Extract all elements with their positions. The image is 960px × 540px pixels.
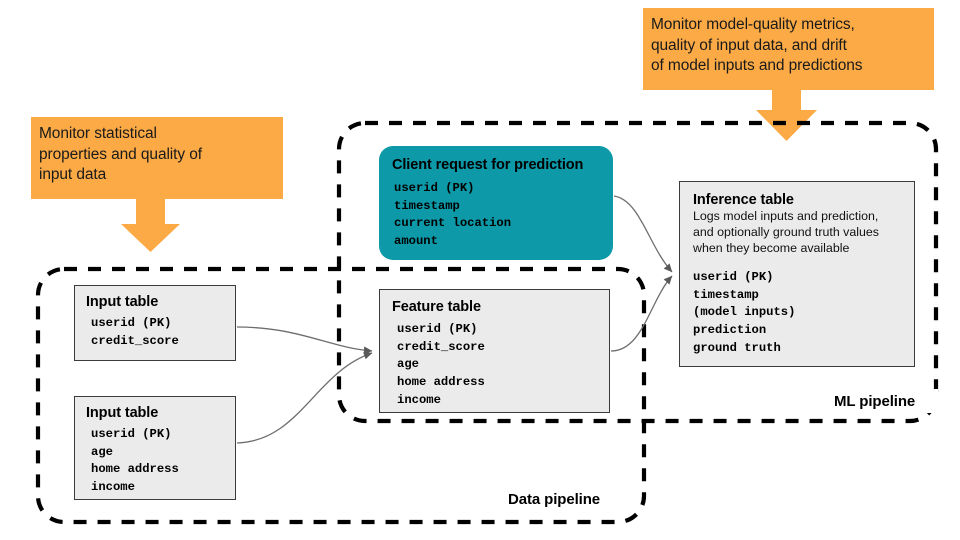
client-request-fields: userid (PK) timestamp current location a… <box>394 181 512 249</box>
inference-table-description: Logs model inputs and prediction, and op… <box>693 209 879 255</box>
callout-monitor-input-data-text: Monitor statistical properties and quali… <box>39 125 202 184</box>
feature-table-fields: userid (PK) credit_score age home addres… <box>397 322 485 407</box>
connector-input1-to-feature <box>236 326 373 355</box>
entity-input-table-2[interactable]: Input table userid (PK) age home address… <box>74 396 236 500</box>
data-pipeline-label: Data pipeline <box>508 491 601 508</box>
feature-table-title: Feature table <box>392 299 481 315</box>
entity-input-table-1[interactable]: Input table userid (PK) credit_score <box>74 285 236 361</box>
connector-input2-to-feature <box>236 351 373 444</box>
input-table-2-fields: userid (PK) age home address income <box>91 427 179 495</box>
callout-monitor-model-quality-text: Monitor model-quality metrics, quality o… <box>651 16 863 75</box>
entity-inference-table[interactable]: Inference table Logs model inputs and pr… <box>679 181 915 367</box>
entity-feature-table[interactable]: Feature table userid (PK) credit_score a… <box>379 289 610 413</box>
connector-client-request-to-inference <box>613 195 673 273</box>
connector-feature-to-inference <box>610 275 673 352</box>
input-table-1-title: Input table <box>86 294 159 310</box>
inference-table-fields: userid (PK) timestamp (model inputs) pre… <box>693 270 796 355</box>
entity-client-request[interactable]: Client request for prediction userid (PK… <box>379 146 613 260</box>
ml-pipeline-label: ML pipeline <box>834 393 916 410</box>
input-table-2-title: Input table <box>86 405 159 421</box>
inference-table-title: Inference table <box>693 192 794 208</box>
input-table-1-fields: userid (PK) credit_score <box>91 316 179 348</box>
client-request-title: Client request for prediction <box>392 157 584 173</box>
